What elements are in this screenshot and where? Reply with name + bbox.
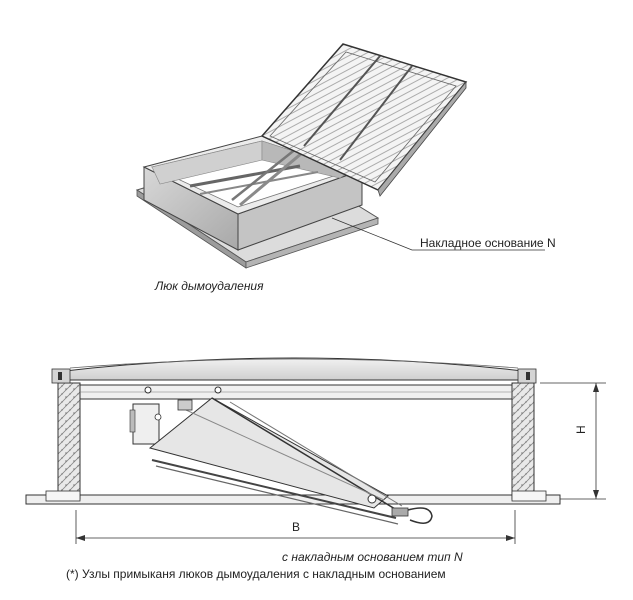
caption-bottom: с накладным основанием тип N: [282, 550, 463, 564]
right-wall-insulation: [511, 382, 535, 500]
dimension-width-label: B: [292, 520, 301, 534]
open-lid-grating: [260, 43, 468, 197]
dimension-height: [540, 382, 606, 500]
flange-base: [25, 494, 561, 505]
caption-top: Люк дымоудаления: [155, 279, 264, 293]
footnote: (*) Узлы примыканя люков дымоудаления с …: [66, 567, 446, 581]
callout-leader: [331, 217, 545, 251]
opening-mechanism: [148, 397, 433, 525]
dimension-width: [75, 510, 516, 544]
callout-label: Накладное основание N: [420, 236, 556, 250]
dome-cover: [55, 357, 533, 381]
dimension-height-label: H: [574, 425, 588, 434]
left-wall-insulation: [57, 382, 81, 500]
hatch-section-view: [25, 357, 606, 544]
hatch-isometric-view: [135, 43, 545, 269]
